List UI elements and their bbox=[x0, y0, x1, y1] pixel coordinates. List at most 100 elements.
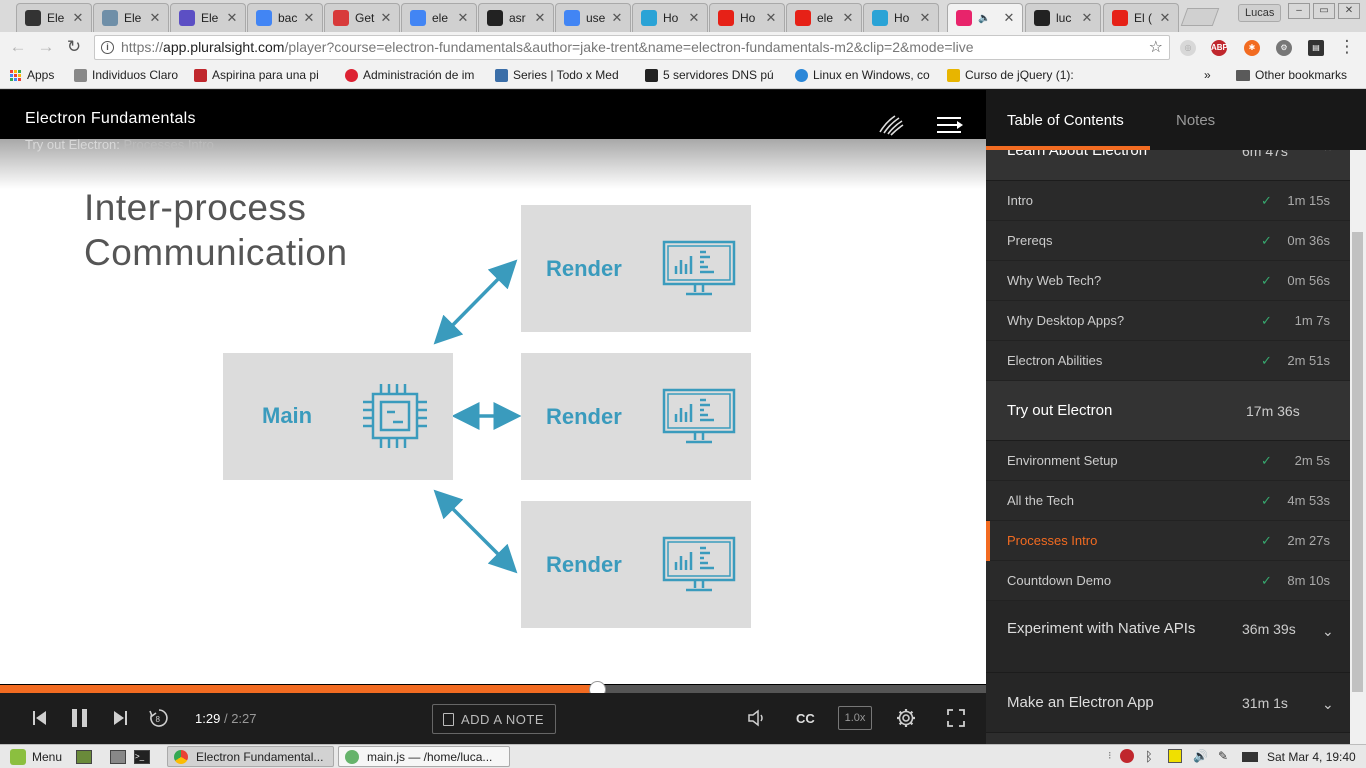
browser-tab[interactable]: Ele✕ bbox=[93, 3, 169, 32]
browser-tab[interactable]: ele✕ bbox=[786, 3, 862, 32]
fullscreen-icon[interactable] bbox=[947, 709, 965, 727]
back-button[interactable]: ← bbox=[9, 37, 27, 56]
browser-tab[interactable]: Ele✕ bbox=[16, 3, 92, 32]
browser-tab[interactable]: Ho✕ bbox=[863, 3, 939, 32]
browser-tab[interactable]: Get✕ bbox=[324, 3, 400, 32]
bookmark-item[interactable]: Apps bbox=[10, 67, 65, 83]
tab-close-icon[interactable]: ✕ bbox=[380, 10, 392, 25]
extension-orange-icon[interactable]: ✱ bbox=[1244, 40, 1260, 56]
extension-dark-icon[interactable]: ▤ bbox=[1308, 40, 1324, 56]
browser-tab[interactable]: 🔈✕ bbox=[947, 3, 1023, 32]
sound-tray-icon[interactable]: 🔊 bbox=[1193, 749, 1208, 763]
clip-row[interactable]: Countdown Demo✓8m 10s bbox=[986, 561, 1350, 601]
browser-tab[interactable]: ele✕ bbox=[401, 3, 477, 32]
browser-tab[interactable]: Ho✕ bbox=[709, 3, 785, 32]
add-note-button[interactable]: ADD A NOTE bbox=[432, 704, 556, 734]
reload-button[interactable]: ↻ bbox=[66, 37, 82, 56]
other-bookmarks-folder[interactable]: Other bookmarks bbox=[1236, 67, 1347, 83]
bluetooth-icon[interactable]: ᛒ bbox=[1145, 749, 1153, 764]
clip-row[interactable]: Processes Intro✓2m 27s bbox=[986, 521, 1350, 561]
tab-close-icon[interactable]: ✕ bbox=[919, 10, 931, 25]
chevron-up-icon[interactable]: ⌃ bbox=[1322, 150, 1334, 160]
clip-row[interactable]: Environment Setup✓2m 5s bbox=[986, 441, 1350, 481]
taskbar-window-button[interactable]: Electron Fundamental... bbox=[167, 746, 334, 767]
clip-row[interactable]: Prereqs✓0m 36s bbox=[986, 221, 1350, 261]
close-window-button[interactable]: ✕ bbox=[1338, 3, 1360, 19]
pen-tray-icon[interactable]: ✎ bbox=[1218, 749, 1229, 763]
forward-button[interactable]: → bbox=[37, 37, 55, 56]
tab-notes[interactable]: Notes bbox=[1176, 112, 1216, 129]
next-clip-icon[interactable] bbox=[113, 710, 127, 726]
extension-gear-icon[interactable]: ⚙ bbox=[1276, 40, 1292, 56]
tab-close-icon[interactable]: ✕ bbox=[303, 10, 315, 25]
taskbar-window-button[interactable]: main.js — /home/luca... bbox=[338, 746, 510, 767]
progress-bar[interactable] bbox=[0, 681, 986, 698]
start-menu-button[interactable]: Menu bbox=[10, 747, 62, 767]
clip-row[interactable]: Intro✓1m 15s bbox=[986, 181, 1350, 221]
tab-audio-icon[interactable]: 🔈 bbox=[978, 12, 991, 24]
closed-captions-button[interactable]: CC bbox=[796, 711, 815, 726]
clip-row[interactable]: Why Web Tech?✓0m 56s bbox=[986, 261, 1350, 301]
bookmark-star-icon[interactable]: ☆ bbox=[1148, 39, 1163, 56]
browser-tab[interactable]: asr✕ bbox=[478, 3, 554, 32]
bookmark-item[interactable]: Administración de im bbox=[345, 67, 485, 83]
tab-close-icon[interactable]: ✕ bbox=[149, 10, 161, 25]
tray-error-icon[interactable] bbox=[1120, 749, 1134, 763]
settings-gear-icon[interactable] bbox=[896, 708, 916, 728]
video-frame[interactable]: Inter-process Communication Main bbox=[0, 139, 986, 684]
bookmarks-overflow-button[interactable]: » bbox=[1204, 68, 1211, 82]
chevron-down-icon[interactable]: ⌄ bbox=[1322, 696, 1334, 712]
show-desktop-icon[interactable] bbox=[76, 747, 92, 767]
bookmark-item[interactable]: Linux en Windows, co bbox=[795, 67, 935, 83]
tab-close-icon[interactable]: ✕ bbox=[688, 10, 700, 25]
extension-disabled-icon[interactable]: ◎ bbox=[1180, 40, 1196, 56]
file-manager-icon[interactable] bbox=[110, 747, 126, 767]
profile-button[interactable]: Lucas bbox=[1238, 4, 1282, 22]
volume-icon[interactable] bbox=[747, 709, 767, 727]
tab-close-icon[interactable]: ✕ bbox=[1159, 10, 1171, 25]
info-icon[interactable]: i bbox=[101, 41, 114, 54]
chevron-down-icon[interactable]: ⌄ bbox=[1322, 623, 1334, 639]
tab-close-icon[interactable]: ✕ bbox=[1081, 10, 1093, 25]
pause-icon[interactable] bbox=[71, 709, 88, 727]
browser-tab[interactable]: Ele✕ bbox=[170, 3, 246, 32]
browser-tab[interactable]: luc✕ bbox=[1025, 3, 1101, 32]
browser-tab[interactable]: El (✕ bbox=[1103, 3, 1179, 32]
tab-close-icon[interactable]: ✕ bbox=[226, 10, 238, 25]
tab-close-icon[interactable]: ✕ bbox=[842, 10, 854, 25]
clip-row[interactable]: Why Desktop Apps?✓1m 7s bbox=[986, 301, 1350, 341]
battery-icon[interactable] bbox=[1242, 752, 1258, 762]
taskbar-clock[interactable]: Sat Mar 4, 19:40 bbox=[1267, 750, 1356, 764]
sidebar-scrollbar-thumb[interactable] bbox=[1352, 232, 1363, 692]
tab-table-of-contents[interactable]: Table of Contents bbox=[1007, 112, 1124, 129]
tab-close-icon[interactable]: ✕ bbox=[1003, 10, 1015, 25]
browser-tab[interactable]: Ho✕ bbox=[632, 3, 708, 32]
new-tab-button[interactable] bbox=[1180, 8, 1220, 26]
tab-close-icon[interactable]: ✕ bbox=[765, 10, 777, 25]
tab-close-icon[interactable]: ✕ bbox=[534, 10, 546, 25]
address-bar[interactable]: i https://app.pluralsight.com/player?cou… bbox=[94, 35, 1170, 60]
bookmark-item[interactable]: Individuos Claro bbox=[74, 67, 186, 83]
rewind-10-icon[interactable]: 8 bbox=[148, 707, 170, 729]
bookmark-item[interactable]: 5 servidores DNS pú bbox=[645, 67, 785, 83]
playback-speed-button[interactable]: 1.0x bbox=[838, 706, 872, 730]
previous-clip-icon[interactable] bbox=[33, 710, 47, 726]
bookmark-item[interactable]: Series | Todo x Med bbox=[495, 67, 635, 83]
tab-close-icon[interactable]: ✕ bbox=[457, 10, 469, 25]
browser-tab[interactable]: use✕ bbox=[555, 3, 631, 32]
playlist-menu-icon[interactable] bbox=[937, 115, 964, 135]
clip-row[interactable]: All the Tech✓4m 53s bbox=[986, 481, 1350, 521]
maximize-button[interactable]: ▭ bbox=[1313, 3, 1335, 19]
terminal-icon[interactable]: >_ bbox=[134, 747, 150, 767]
clip-row[interactable]: Electron Abilities✓2m 51s bbox=[986, 341, 1350, 381]
tab-close-icon[interactable]: ✕ bbox=[611, 10, 623, 25]
chrome-menu-icon[interactable]: ⋮ bbox=[1338, 37, 1356, 56]
minimize-button[interactable]: – bbox=[1288, 3, 1310, 19]
bookmark-item[interactable]: Curso de jQuery (1): bbox=[947, 67, 1089, 83]
browser-tab[interactable]: bac✕ bbox=[247, 3, 323, 32]
